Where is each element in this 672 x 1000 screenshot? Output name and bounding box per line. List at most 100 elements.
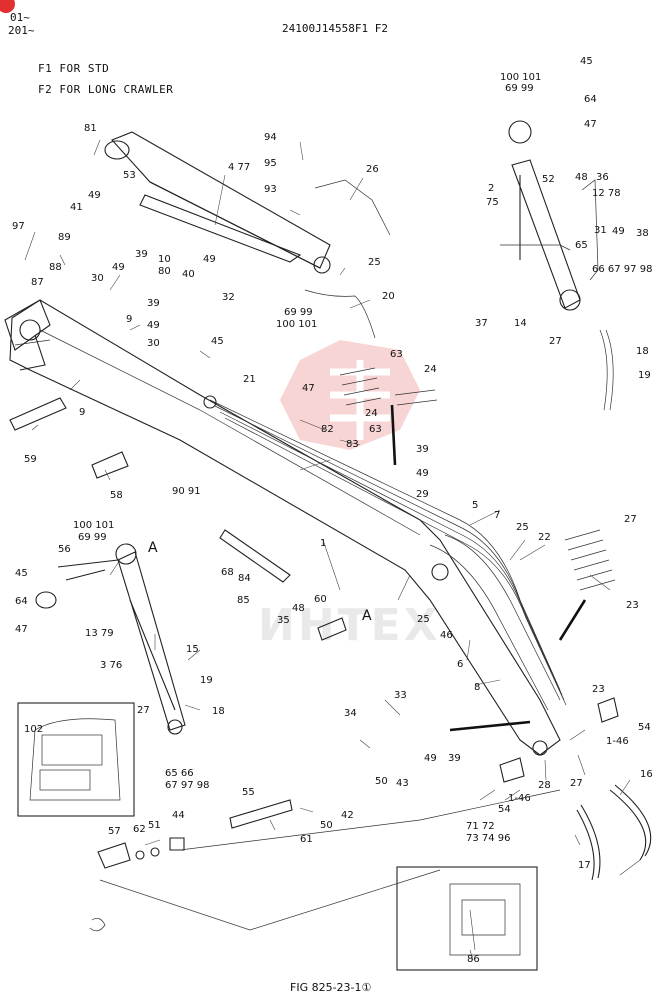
callout: 48	[575, 172, 588, 183]
callout: 38	[636, 228, 649, 239]
callout: 71 72	[466, 821, 495, 832]
callout: 1	[320, 538, 326, 549]
callout: 49	[88, 190, 101, 201]
callout: 30	[147, 338, 160, 349]
callout: 31	[594, 225, 607, 236]
callout: 1-46	[606, 736, 629, 747]
callout: 50	[375, 776, 388, 787]
callout: 39	[135, 249, 148, 260]
callout: 24	[365, 408, 378, 419]
callout: 15	[186, 644, 199, 655]
callout-labels: 45 100 101 69 99 64 47 2 75 52 48 36 12 …	[12, 56, 653, 965]
callout: 39	[448, 753, 461, 764]
callout: 25	[368, 257, 381, 268]
callout: 49	[112, 262, 125, 273]
callout: 30	[91, 273, 104, 284]
callout: 18	[212, 706, 225, 717]
callout: 8	[474, 682, 480, 693]
section-a-label-left: A	[148, 540, 158, 556]
bottom-small-parts	[89, 789, 561, 932]
callout: 4 77	[228, 162, 250, 173]
callout: 62	[133, 824, 146, 835]
callout: 73 74 96	[466, 833, 511, 844]
callout: 85	[237, 595, 250, 606]
callout: 49	[416, 468, 429, 479]
callout: 84	[238, 573, 251, 584]
watermark-text: ИНТЕХ	[258, 600, 441, 651]
callout: 13 79	[85, 628, 114, 639]
callout: 22	[538, 532, 551, 543]
callout: 63	[390, 349, 403, 360]
callout: 34	[344, 708, 357, 719]
callout: 75	[486, 197, 499, 208]
watermark-logo: ИНТЕХ	[258, 340, 441, 651]
callout: 41	[70, 202, 83, 213]
callout: 54	[498, 804, 511, 815]
callout: 82	[321, 424, 334, 435]
callout: 95	[264, 158, 277, 169]
callout: 19	[200, 675, 213, 686]
callout: 16	[640, 769, 653, 780]
callout: 2	[488, 183, 494, 194]
callout: 28	[538, 780, 551, 791]
serial-range-2: 201~	[8, 24, 35, 37]
callout: 42	[341, 810, 354, 821]
inset-cab-view	[17, 702, 135, 817]
callout: 47	[302, 383, 315, 394]
callout: 61	[300, 834, 313, 845]
note-f1: F1 FOR STD	[38, 62, 109, 75]
callout: 86	[467, 954, 480, 965]
hose-fittings-cluster	[339, 367, 652, 881]
callout: 102	[24, 724, 43, 735]
callout: 9	[79, 407, 85, 418]
pins	[9, 397, 619, 829]
pipes	[304, 179, 391, 339]
callout: 33	[394, 690, 407, 701]
callout: 45	[211, 336, 224, 347]
inset-detail-view	[396, 866, 538, 971]
callout: 32	[222, 292, 235, 303]
boom-cylinder-upper	[104, 131, 331, 274]
boom-assembly	[4, 299, 567, 756]
callout: 93	[264, 184, 277, 195]
callout: 88	[49, 262, 62, 273]
callout: 100 101	[276, 319, 317, 330]
callout: 58	[110, 490, 123, 501]
figure-caption: FIG 825-23-1①	[290, 981, 372, 994]
callout: 65 66	[165, 768, 194, 779]
callout: 14	[514, 318, 527, 329]
callout: 44	[172, 810, 185, 821]
callout: 6	[457, 659, 463, 670]
callout: 39	[147, 298, 160, 309]
callout: 18	[636, 346, 649, 357]
callout: 10	[158, 254, 171, 265]
callout: 89	[58, 232, 71, 243]
callout: 3 76	[100, 660, 122, 671]
callout: 87	[31, 277, 44, 288]
callout: 69 99	[78, 532, 107, 543]
callout: 83	[346, 439, 359, 450]
callout: 80	[158, 266, 171, 277]
callout: 56	[58, 544, 71, 555]
callout: 25	[516, 522, 529, 533]
callout: 45	[580, 56, 593, 67]
callout: 100 101	[73, 520, 114, 531]
callout: 17	[578, 860, 591, 871]
callout: 49	[203, 254, 216, 265]
callout: 20	[382, 291, 395, 302]
callout: 26	[366, 164, 379, 175]
callout: 45	[15, 568, 28, 579]
callout: 52	[542, 174, 555, 185]
callout: 5	[472, 500, 478, 511]
callout: 29	[416, 489, 429, 500]
callout: 51	[148, 820, 161, 831]
callout: 100 101	[500, 72, 541, 83]
callout: 97	[12, 221, 25, 232]
callout: 59	[24, 454, 37, 465]
callout: 68	[221, 567, 234, 578]
callout: 40	[182, 269, 195, 280]
callout: 54	[638, 722, 651, 733]
callout: 90 91	[172, 486, 201, 497]
